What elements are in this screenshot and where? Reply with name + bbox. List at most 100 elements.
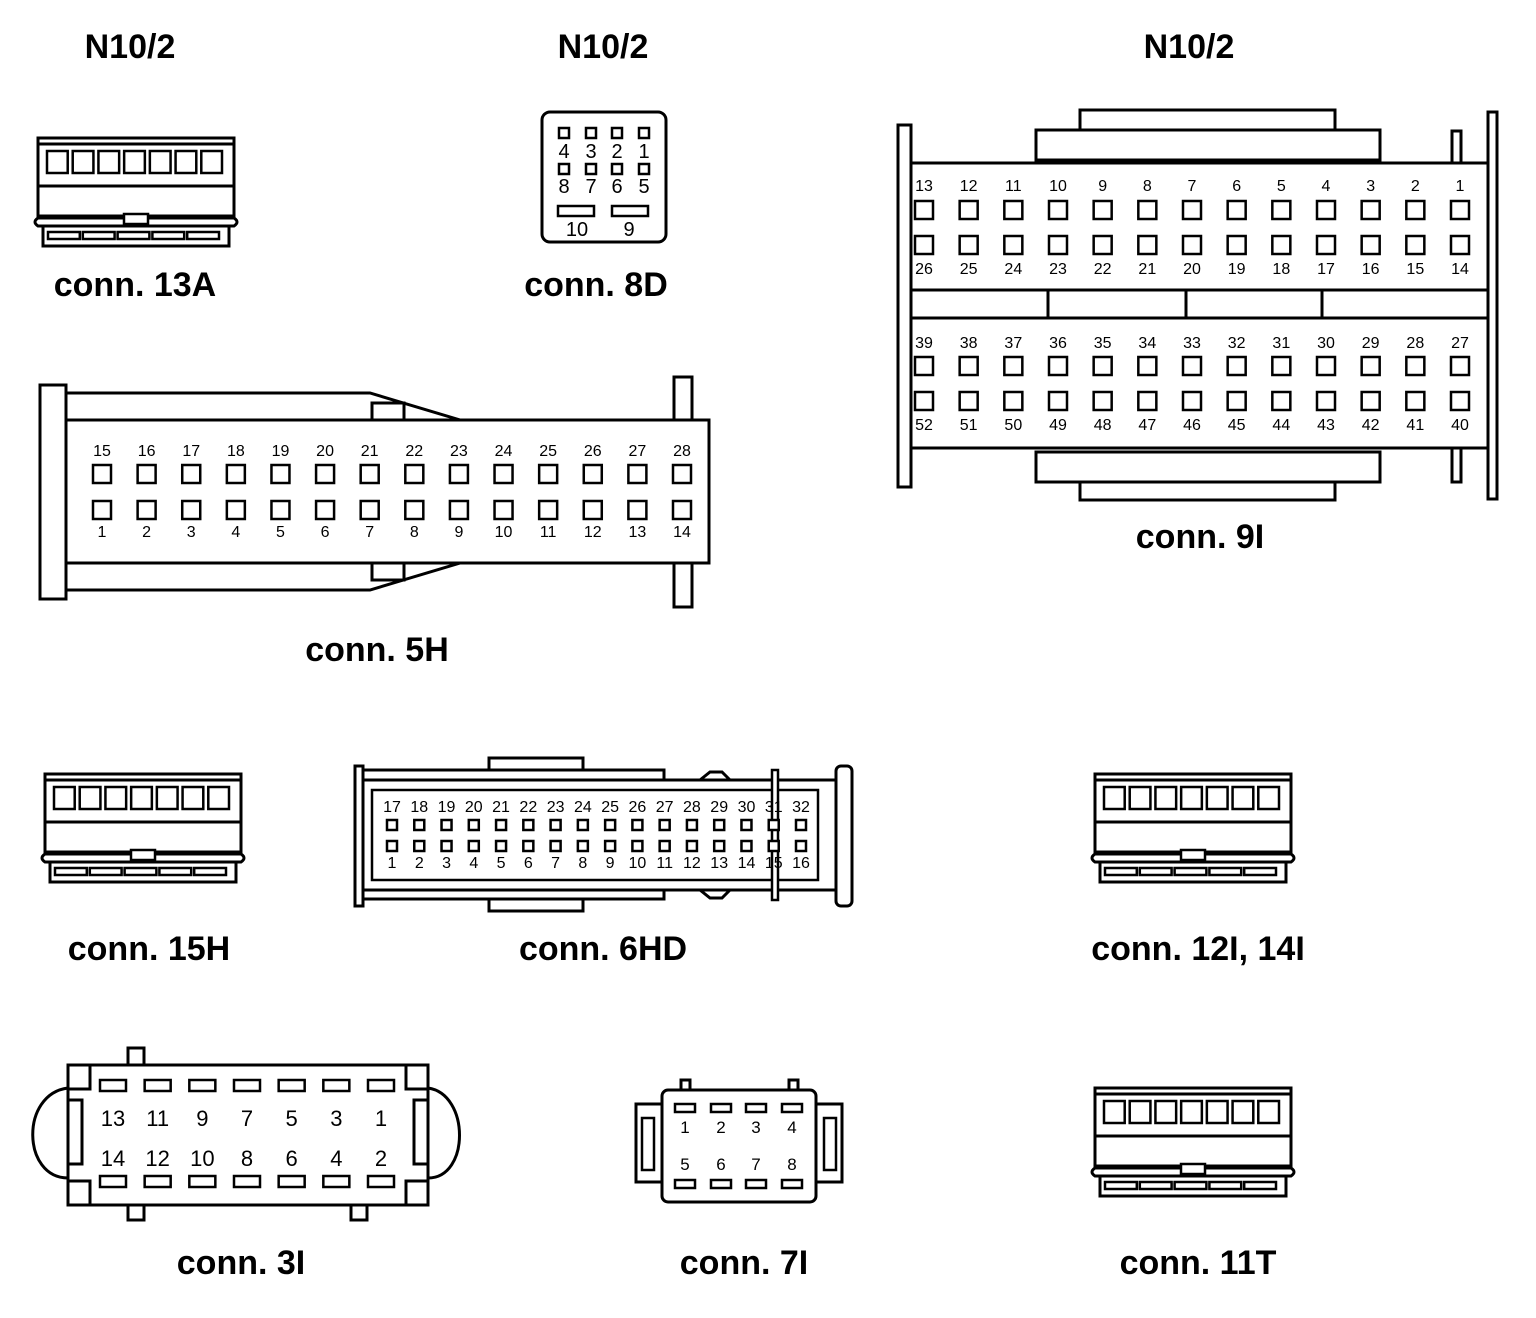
- pin-cavity: [188, 1174, 217, 1189]
- pin-cavity: [712, 839, 726, 853]
- pin-cavity: [1405, 355, 1426, 377]
- pin-cavity: [494, 818, 508, 832]
- pin-cavity: [794, 839, 808, 853]
- pin-number: 22: [405, 443, 423, 460]
- pin-number: 9: [196, 1106, 208, 1131]
- pin-number: 2: [1411, 178, 1420, 195]
- pin-cavity: [685, 839, 699, 853]
- pin-number: 15: [1406, 261, 1424, 278]
- pin-cavity: [277, 1078, 306, 1093]
- pin-cavity: [467, 818, 481, 832]
- pin-cavity: [1181, 199, 1203, 221]
- pin-cavity: [709, 1178, 733, 1190]
- pin-cavity: [744, 1178, 768, 1190]
- label-conn-3i: conn. 3I: [177, 1244, 305, 1282]
- pin-number: 29: [710, 799, 728, 816]
- pin-number: 36: [1049, 335, 1067, 352]
- pin-cavity: [1449, 234, 1471, 256]
- pin-number: 29: [1362, 335, 1380, 352]
- pin-number: 52: [915, 417, 933, 434]
- pin-number: 51: [960, 417, 978, 434]
- pin-number: 8: [578, 855, 587, 872]
- pin-number: 6: [716, 1155, 725, 1174]
- pin-number: 8: [787, 1155, 796, 1174]
- pin-number: 3: [1366, 178, 1375, 195]
- label-conn-15h: conn. 15H: [68, 930, 230, 968]
- label-conn-8d: conn. 8D: [524, 266, 668, 304]
- pin-cavity: [1179, 1099, 1204, 1125]
- pin-cavity: [1360, 234, 1381, 256]
- pin-number: 5: [638, 176, 649, 198]
- pin-number: 39: [915, 335, 933, 352]
- pin-cavity: [1226, 355, 1247, 377]
- pin-cavity: [1047, 199, 1069, 221]
- pin-number: 28: [673, 443, 691, 460]
- label-conn-12i-14i: conn. 12I, 14I: [1091, 930, 1305, 968]
- pin-number: 7: [751, 1155, 760, 1174]
- connector-9i: 1326395212253851112437501023364992235488…: [896, 108, 1499, 502]
- pin-cavity: [97, 149, 121, 175]
- pin-number: 1: [680, 1118, 689, 1137]
- pin-cavity: [1405, 390, 1426, 412]
- pin-cavity: [232, 1174, 262, 1189]
- pin-cavity: [794, 818, 808, 832]
- pin-cavity: [1003, 199, 1024, 221]
- pin-number: 15: [93, 443, 111, 460]
- pin-number: 11: [540, 524, 557, 541]
- pin-number: 1: [375, 1106, 387, 1131]
- pin-cavity: [556, 204, 596, 218]
- pin-number: 6: [321, 524, 330, 541]
- pin-number: 3: [330, 1106, 342, 1131]
- header-left: N10/2: [85, 28, 176, 66]
- pin-number: 21: [361, 443, 379, 460]
- pin-number: 5: [286, 1106, 298, 1131]
- pin-number: 24: [495, 443, 513, 460]
- pin-number: 9: [1098, 178, 1107, 195]
- pin-cavity: [1181, 234, 1203, 256]
- pin-number: 2: [415, 855, 424, 872]
- pin-cavity: [45, 149, 69, 175]
- pin-cavity: [582, 499, 604, 521]
- pin-number: 5: [1277, 178, 1286, 195]
- header-right: N10/2: [1144, 28, 1235, 66]
- pin-number: 10: [1049, 178, 1067, 195]
- pin-cavity: [673, 1102, 697, 1114]
- pin-number: 3: [751, 1118, 760, 1137]
- pin-cavity: [1271, 234, 1292, 256]
- pin-cavity: [744, 1102, 768, 1114]
- pin-number: 42: [1362, 417, 1380, 434]
- pin-number: 31: [765, 799, 783, 816]
- pin-cavity: [413, 818, 426, 832]
- pin-cavity: [603, 839, 617, 853]
- pin-cavity: [1231, 1099, 1255, 1125]
- pin-cavity: [1449, 355, 1471, 377]
- pin-number: 7: [585, 176, 596, 198]
- pin-cavity: [1092, 355, 1113, 377]
- pin-cavity: [200, 149, 224, 175]
- pin-cavity: [143, 1174, 172, 1189]
- pin-cavity: [404, 499, 425, 521]
- pin-cavity: [143, 1078, 172, 1093]
- pin-number: 2: [375, 1146, 387, 1171]
- pin-number: 4: [787, 1118, 796, 1137]
- pin-cavity: [1226, 390, 1247, 412]
- pin-cavity: [270, 463, 291, 485]
- pin-cavity: [1003, 234, 1024, 256]
- pin-cavity: [225, 463, 247, 485]
- pin-cavity: [404, 463, 425, 485]
- pin-number: 35: [1094, 335, 1112, 352]
- pin-cavity: [522, 818, 535, 832]
- pin-number: 8: [558, 176, 569, 198]
- pin-cavity: [1003, 390, 1024, 412]
- pin-number: 1: [388, 855, 397, 872]
- pin-cavity: [637, 162, 651, 176]
- pin-number: 9: [623, 219, 634, 241]
- pin-cavity: [136, 499, 157, 521]
- pin-number: 12: [145, 1146, 169, 1171]
- pin-cavity: [1449, 390, 1471, 412]
- pin-number: 20: [465, 799, 483, 816]
- pin-cavity: [631, 839, 644, 853]
- pin-number: 32: [792, 799, 810, 816]
- pin-cavity: [1205, 785, 1229, 811]
- pin-number: 13: [915, 178, 933, 195]
